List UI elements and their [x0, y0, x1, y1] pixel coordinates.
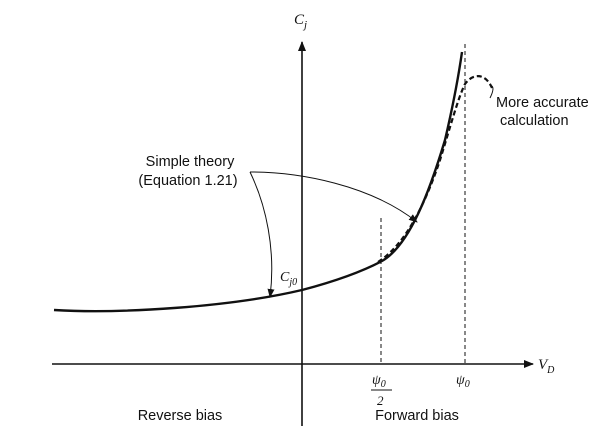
calculation-label: calculation — [500, 113, 569, 129]
forward-bias-label: Forward bias — [375, 408, 459, 424]
simple-theory-label: Simple theory — [146, 154, 235, 170]
more-accurate-curve — [377, 75, 494, 263]
leader-arrow-to-cj0 — [249, 171, 275, 298]
leader-arrow-to-curve — [249, 171, 418, 223]
equation-ref-label: (Equation 1.21) — [138, 173, 237, 189]
psi-half-tick-label: ψ0 2 — [371, 373, 392, 408]
svg-text:ψ0: ψ0 — [372, 373, 386, 390]
psi0-tick-label: ψ0 — [456, 373, 470, 390]
y-axis-label: Cj — [294, 12, 307, 31]
simple-theory-curve — [53, 51, 464, 313]
reverse-bias-label: Reverse bias — [138, 408, 223, 424]
more-accurate-label: More accurate — [496, 95, 589, 111]
x-axis-label: VD — [538, 357, 555, 376]
cj0-label: Cj0 — [280, 270, 297, 288]
leader-to-accurate-curve — [489, 85, 494, 99]
svg-text:2: 2 — [377, 393, 384, 408]
